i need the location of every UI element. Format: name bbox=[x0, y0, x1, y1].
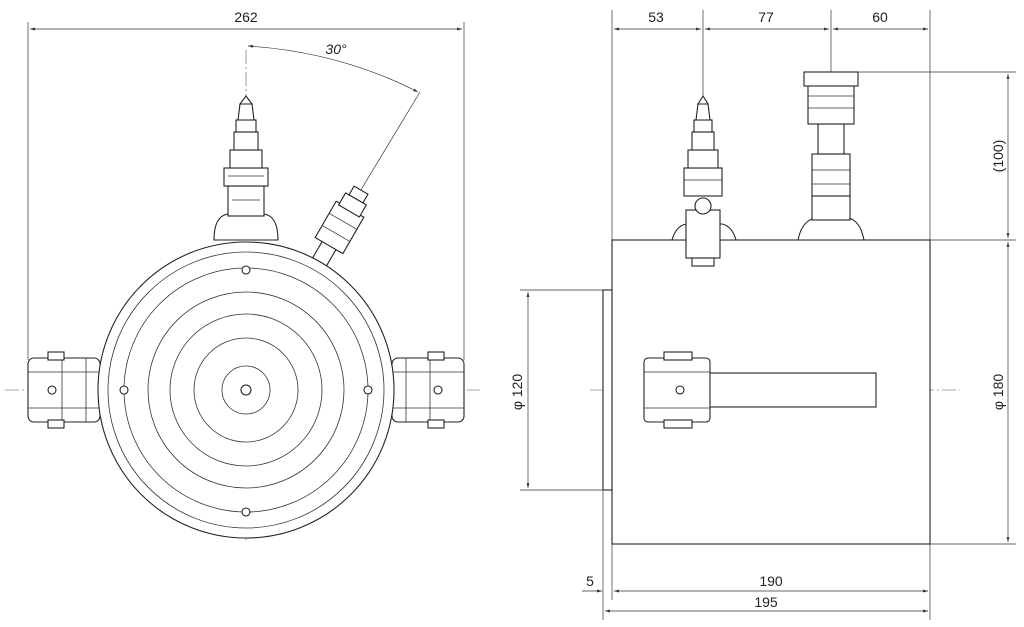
dim-label-195: 195 bbox=[754, 594, 778, 610]
dim-label-100: (100) bbox=[990, 140, 1006, 173]
front-circle-5 bbox=[169, 313, 323, 467]
front-circle-6 bbox=[193, 337, 299, 443]
dim-label-phi180: φ 180 bbox=[990, 374, 1006, 411]
front-angled-fitting bbox=[311, 185, 369, 268]
side-right-fitting bbox=[797, 71, 865, 241]
dim-label-60: 60 bbox=[872, 9, 888, 25]
lug-pin-right bbox=[433, 385, 443, 395]
dim-label-phi120: φ 120 bbox=[509, 374, 525, 411]
front-center-hole bbox=[240, 384, 252, 396]
dim-label-190: 190 bbox=[759, 573, 783, 589]
side-slot bbox=[699, 372, 877, 408]
side-lug-pin bbox=[675, 385, 685, 395]
front-width-label: 262 bbox=[234, 9, 258, 25]
bolt-hole-left bbox=[119, 385, 129, 395]
side-flange bbox=[602, 289, 613, 491]
front-view: 262 30° bbox=[5, 9, 480, 540]
side-left-fitting bbox=[671, 94, 737, 267]
bolt-hole-right bbox=[363, 385, 373, 395]
dim-label-77: 77 bbox=[758, 9, 774, 25]
side-view: 53 77 60 (100) φ 180 φ 120 5 190 195 bbox=[509, 9, 1016, 620]
left-lug bbox=[27, 351, 101, 429]
front-circle-7 bbox=[221, 365, 271, 415]
front-circle-4 bbox=[147, 291, 345, 489]
angle-leader-line bbox=[355, 91, 421, 199]
dim-label-53: 53 bbox=[648, 9, 664, 25]
bolt-hole-top bbox=[241, 265, 251, 275]
angle-arc bbox=[247, 44, 419, 93]
front-circle-2 bbox=[107, 251, 385, 529]
right-lug bbox=[391, 351, 465, 429]
dim-label-5: 5 bbox=[586, 573, 594, 589]
front-top-fitting bbox=[213, 95, 279, 241]
lug-pin-left bbox=[47, 385, 57, 395]
angle-label: 30° bbox=[325, 41, 347, 57]
bolt-hole-bottom bbox=[241, 507, 251, 517]
